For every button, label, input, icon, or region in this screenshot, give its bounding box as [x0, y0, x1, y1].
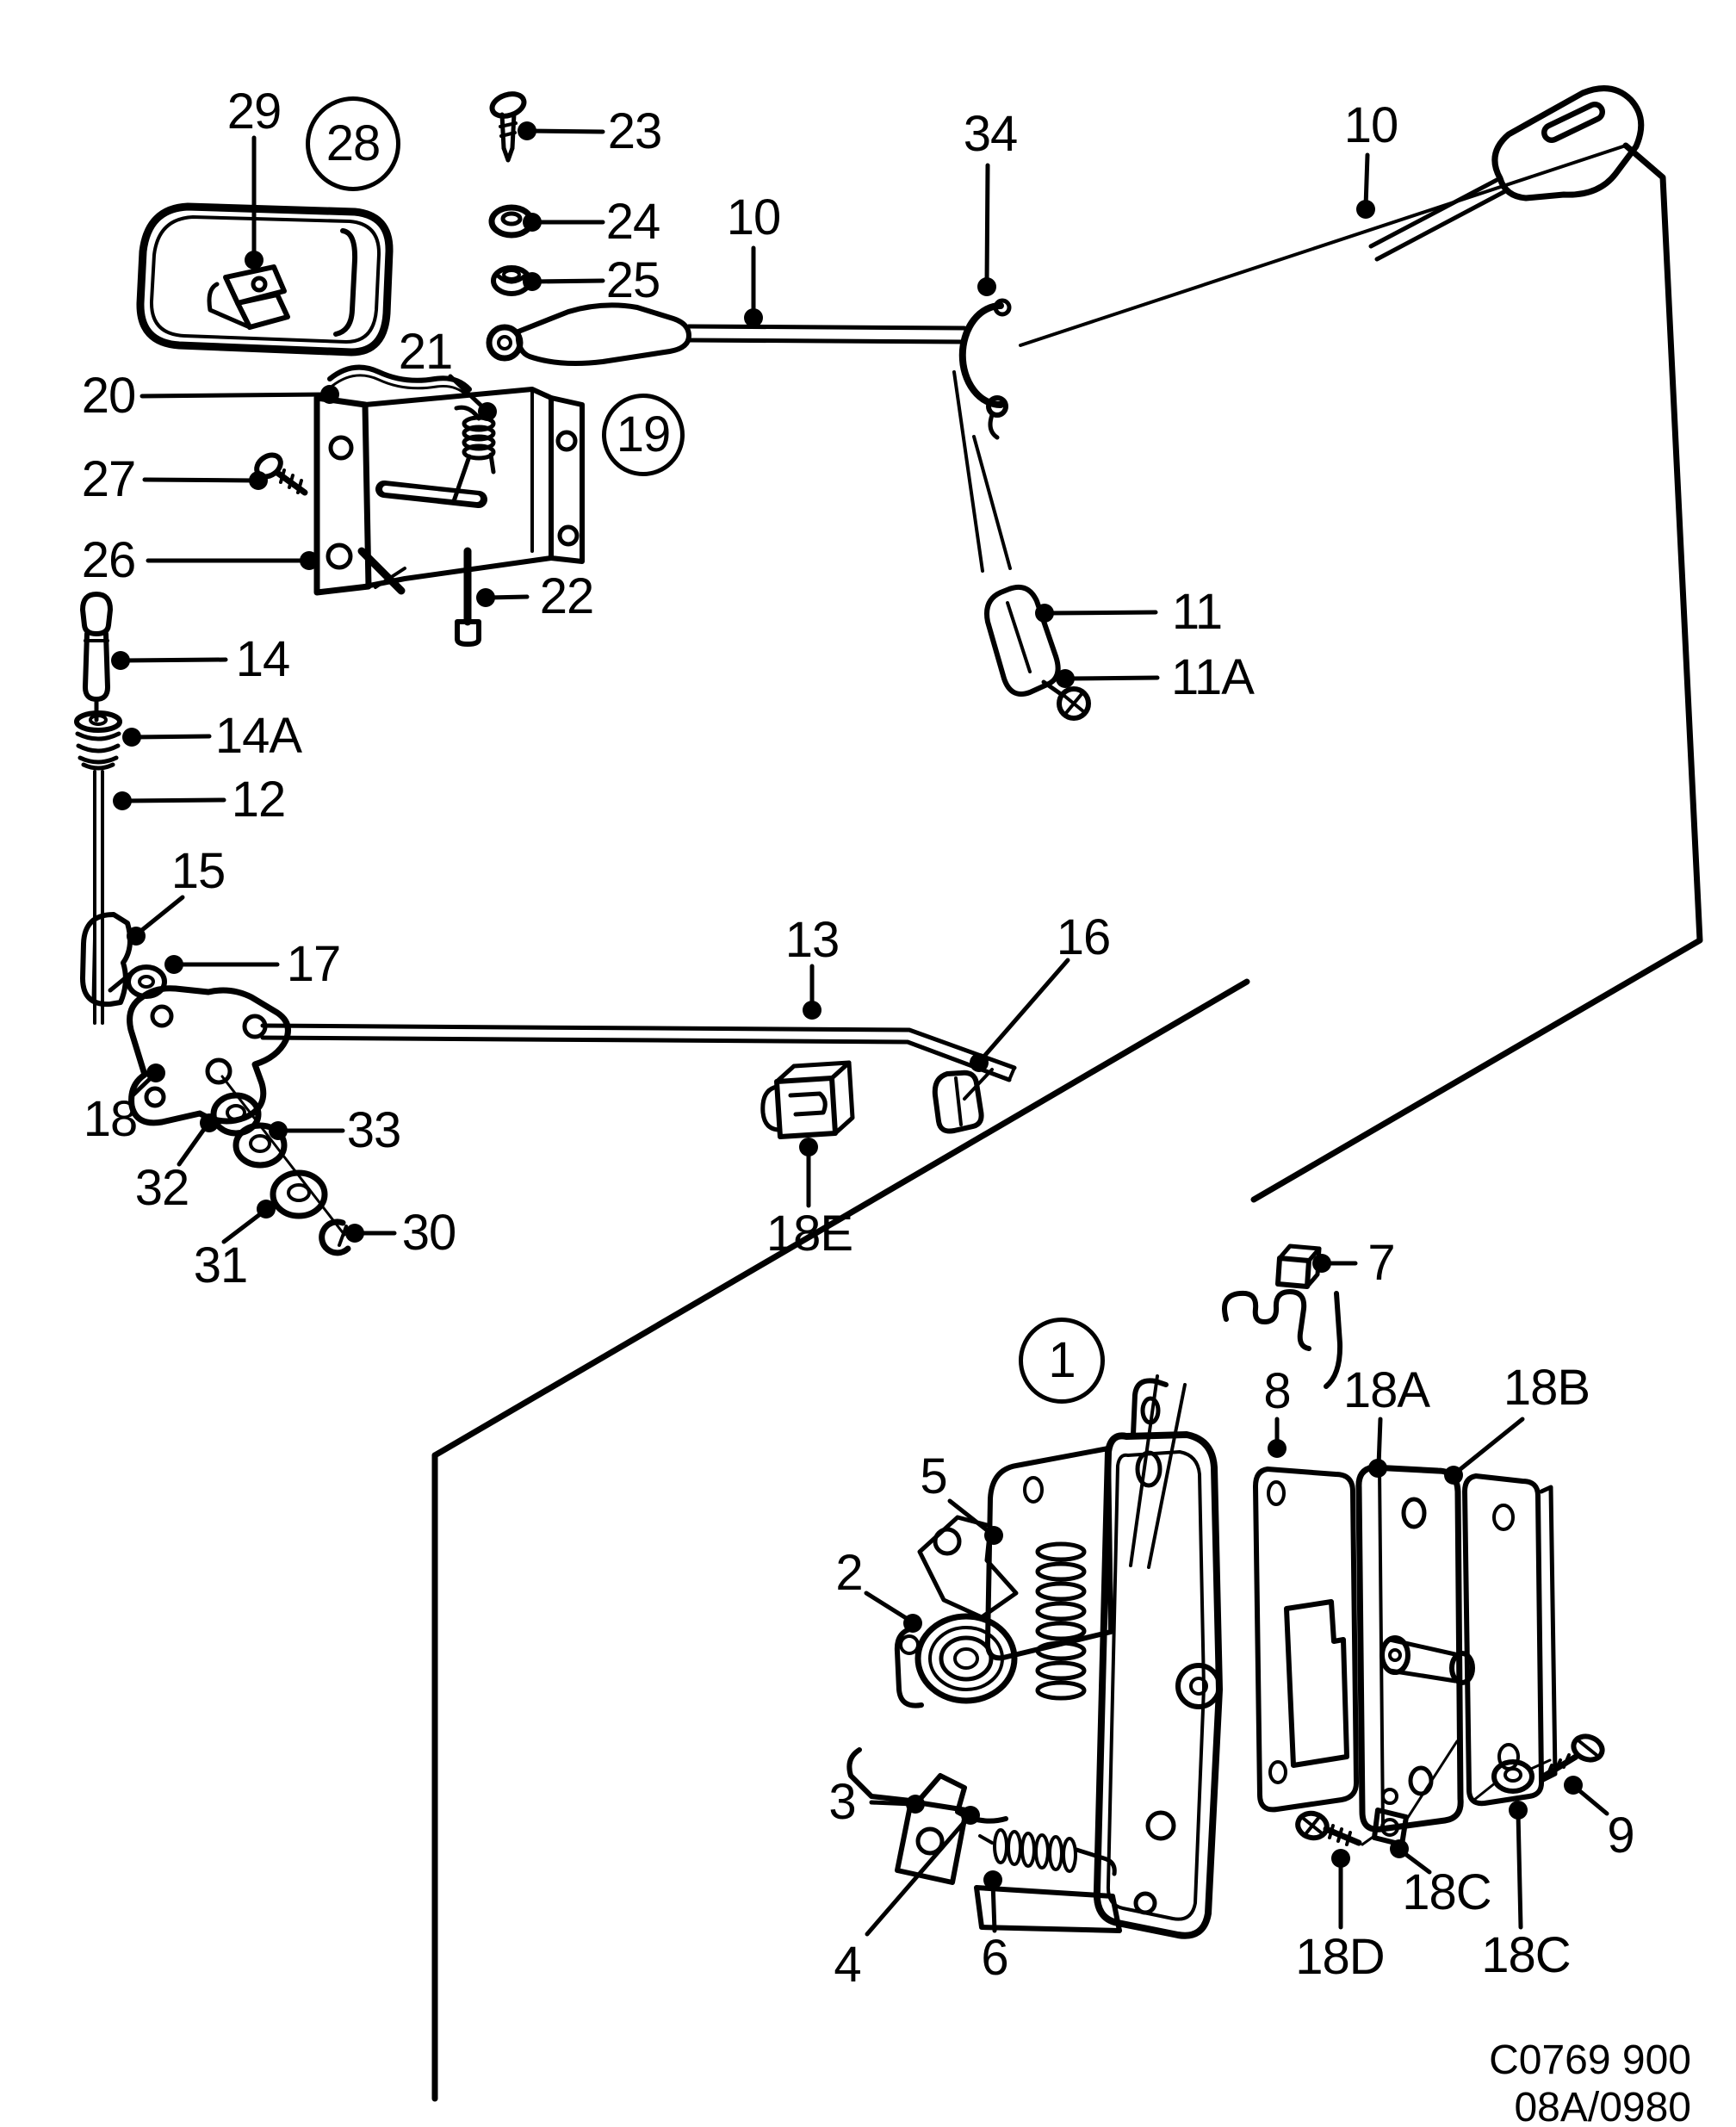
rod-12-drawing: [93, 770, 104, 1025]
callout-18D: 18D: [1295, 1929, 1385, 1985]
callout-28: 28: [306, 96, 400, 191]
striker-plate-18A-drawing: [1355, 1464, 1475, 1832]
drawing-code-block: C0769 900 08A/0980: [1489, 2037, 1691, 2127]
rod-10-link-drawing: [1368, 85, 1645, 262]
washer-18C-right-drawing: [1472, 1758, 1552, 1801]
callout-14A: 14A: [214, 708, 302, 764]
door-panel-outline: [431, 142, 1703, 2102]
callout-29: 29: [226, 84, 282, 140]
callout-18C: 18C: [1402, 1864, 1491, 1920]
drawing-revision: 08A/0980: [1514, 2084, 1691, 2127]
callout-34: 34: [963, 106, 1019, 162]
callout-23: 23: [607, 103, 663, 159]
leader-dots: [111, 121, 1583, 1889]
locator-lines: [952, 370, 1187, 1569]
callout-3: 3: [828, 1774, 856, 1830]
clamp-15-drawing: [80, 912, 136, 1008]
callout-6: 6: [981, 1930, 1008, 1986]
callout-15: 15: [170, 843, 226, 899]
callout-5: 5: [920, 1448, 947, 1504]
callout-18B: 18B: [1503, 1360, 1590, 1416]
striker-shim-8-drawing: [1253, 1467, 1360, 1813]
callout-16: 16: [1056, 909, 1112, 965]
pin-22-drawing: [455, 547, 481, 647]
grommet-14A-drawing: [74, 710, 122, 771]
callout-25: 25: [605, 252, 661, 308]
callout-14: 14: [235, 631, 291, 687]
callout-11: 11: [1171, 584, 1223, 640]
callout-20: 20: [81, 368, 137, 424]
callout-18A: 18A: [1342, 1362, 1430, 1418]
callout-13: 13: [784, 912, 840, 968]
striker-shim-18B-drawing: [1462, 1473, 1558, 1807]
callout-30: 30: [401, 1205, 457, 1261]
bracket-19-drawing: [313, 387, 585, 596]
callout-24: 24: [605, 194, 661, 250]
rod-13-drawing: [260, 1023, 1017, 1082]
door-latch-assembly-drawing: [846, 1378, 1223, 1939]
screw-23-drawing: [489, 91, 527, 163]
callout-4: 4: [834, 1937, 861, 1993]
callout-31: 31: [193, 1237, 249, 1293]
callout-8: 8: [1263, 1363, 1291, 1419]
lock-knob-14-drawing: [80, 592, 113, 722]
callout-11A: 11A: [1171, 649, 1255, 705]
screw-9-drawing: [1541, 1733, 1605, 1779]
callout-18: 18: [83, 1091, 139, 1147]
washer-stack-drawing: [210, 1075, 351, 1256]
retainer-spring-drawing: [1222, 1289, 1343, 1389]
bell-crank-18-drawing: [127, 985, 291, 1126]
callout-27: 27: [81, 451, 137, 507]
callout-12: 12: [231, 772, 287, 828]
callout-10: 10: [1343, 97, 1399, 153]
callout-33: 33: [346, 1102, 402, 1158]
drawing-code: C0769 900: [1489, 2037, 1691, 2083]
callout-21: 21: [398, 324, 454, 380]
callout-9: 9: [1607, 1808, 1634, 1863]
callout-18C: 18C: [1481, 1927, 1571, 1983]
callout-22: 22: [539, 568, 595, 624]
c-clip-34-drawing: [958, 298, 1012, 440]
callout-17: 17: [286, 936, 342, 992]
callout-2: 2: [835, 1545, 863, 1601]
lock-lever-rod-10-drawing: [486, 302, 967, 366]
lever-11-drawing: [984, 584, 1091, 721]
clip-18E-drawing: [760, 1060, 855, 1139]
callout-10: 10: [726, 189, 782, 245]
callout-7: 7: [1367, 1235, 1395, 1291]
clip-16-drawing: [932, 1068, 994, 1134]
callout-18E: 18E: [766, 1206, 853, 1262]
door-handle-escutcheon-drawing: [136, 202, 394, 357]
callout-19: 19: [602, 394, 685, 476]
callout-1: 1: [1019, 1318, 1105, 1404]
spring-21-drawing: [451, 405, 496, 504]
screw-18D-drawing: [1295, 1810, 1376, 1846]
callout-32: 32: [134, 1160, 190, 1216]
callout-26: 26: [81, 532, 137, 588]
